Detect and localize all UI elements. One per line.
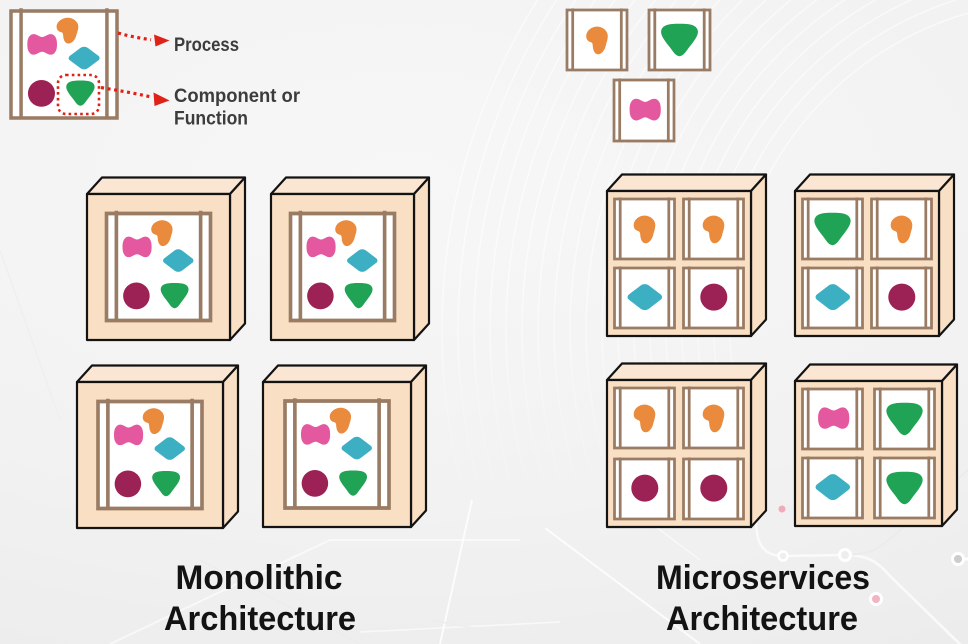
svg-text:Microservices: Microservices	[656, 559, 870, 597]
svg-text:Architecture: Architecture	[666, 600, 858, 638]
svg-text:Component or: Component or	[174, 86, 301, 107]
svg-text:Function: Function	[174, 109, 248, 130]
svg-text:Monolithic: Monolithic	[176, 559, 343, 597]
svg-text:Architecture: Architecture	[164, 600, 356, 638]
svg-text:Process: Process	[174, 35, 239, 56]
